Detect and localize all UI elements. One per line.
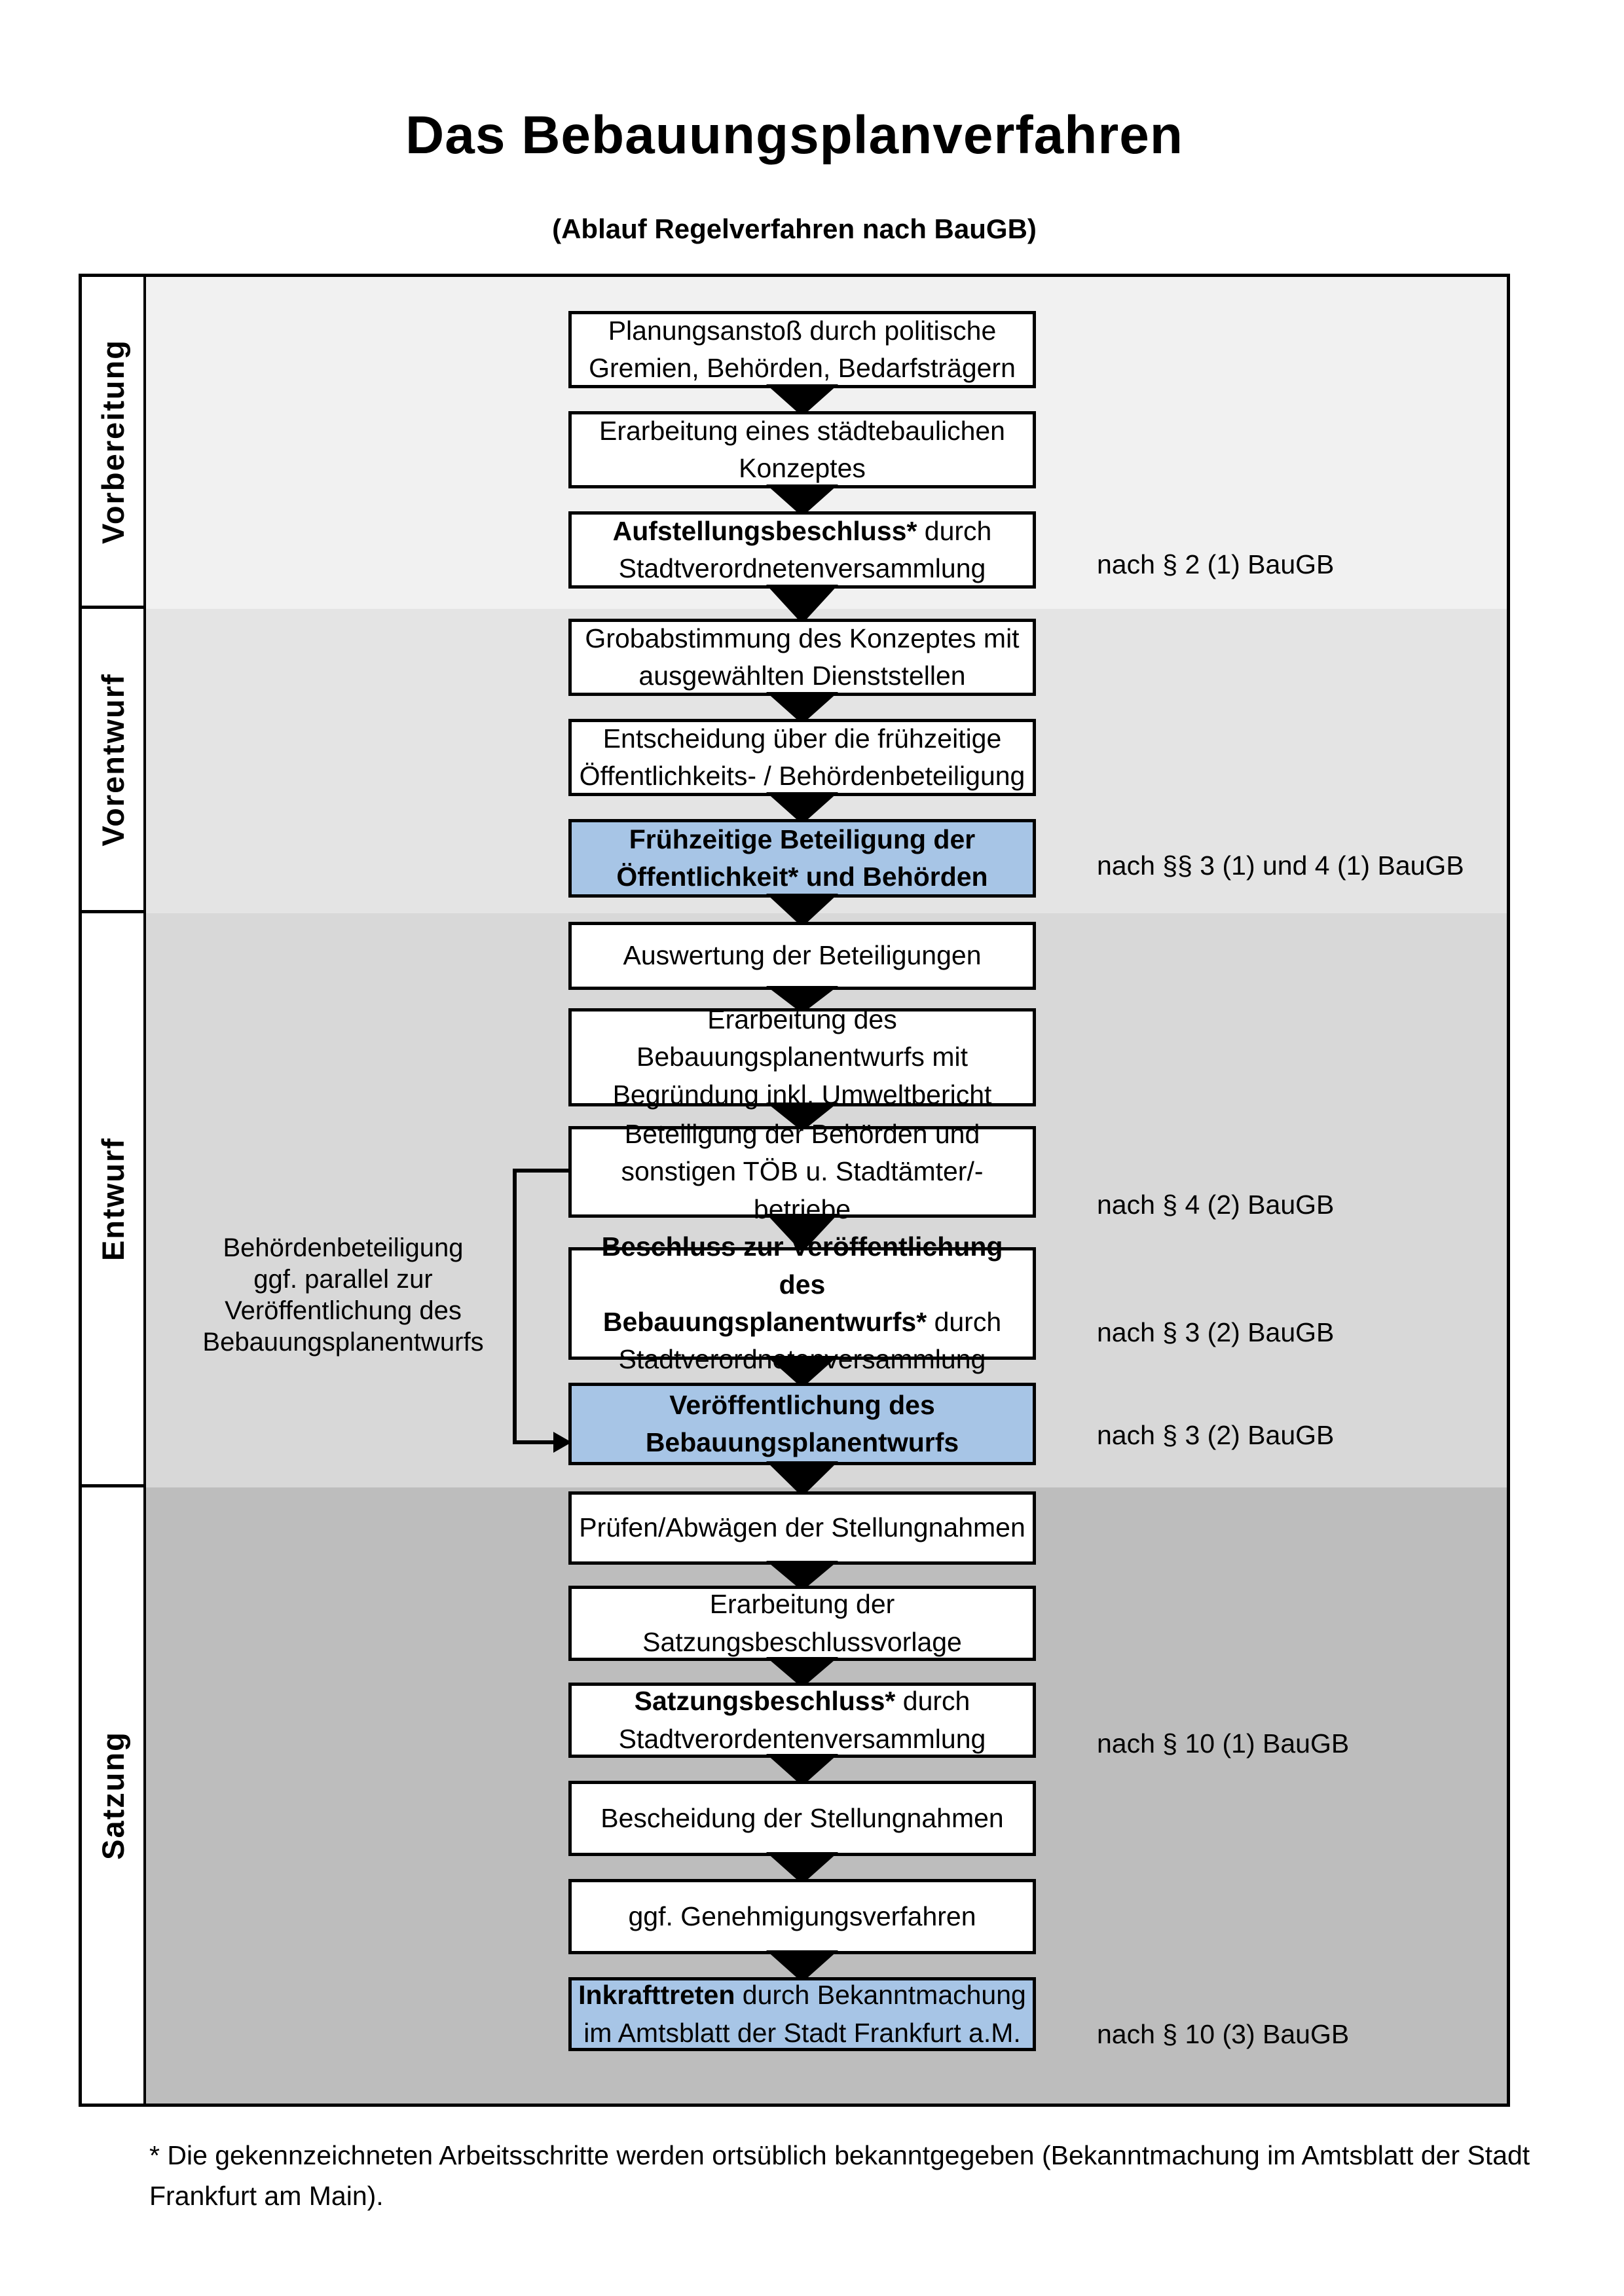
step-text: Bescheidung der Stellungnahmen <box>600 1802 1004 1833</box>
step-text: durch Stadtverordnetenversammlung <box>618 515 992 583</box>
step-text-bold: Inkrafttreten <box>578 1980 735 2011</box>
step-text-bold: Aufstellungsbeschluss* <box>612 515 917 546</box>
bracket-line-bottom <box>513 1440 556 1444</box>
legal-reference: nach § 3 (2) BauGB <box>1097 1317 1335 1347</box>
step-box-genehmigungsverfahren: ggf. Genehmigungsverfahren <box>568 1879 1036 1954</box>
step-text-bold: Beschluss zur Veröffentlichung des Bebau… <box>601 1231 1003 1337</box>
step-text-bold: Satzungsbeschluss* <box>634 1686 896 1717</box>
band-label-vorbereitung: Vorbereitung <box>95 338 130 544</box>
step-box-erarbeitung-bebauungsplanentwurf: Erarbeitung des Bebauungsplanentwurfs mi… <box>568 1004 1036 1110</box>
legal-reference: nach §§ 3 (1) und 4 (1) BauGB <box>1097 850 1464 881</box>
band-label-cell-vorbereitung: Vorbereitung <box>82 277 146 609</box>
step-box-satzungsbeschluss: Satzungsbeschluss* durch Stadtverordente… <box>568 1683 1036 1758</box>
step-text: Prüfen/Abwägen der Stellungnahmen <box>579 1512 1025 1543</box>
band-label-cell-entwurf: Entwurf <box>82 913 146 1487</box>
step-text: Beteiligung der Behörden und sonstigen T… <box>621 1118 984 1224</box>
footnote: * Die gekennzeichneten Arbeitsschritte w… <box>149 2140 1530 2211</box>
step-box-pruefen-abwaegen-stellungnahmen: Prüfen/Abwägen der Stellungnahmen <box>568 1491 1036 1565</box>
step-text: durch Stadtverordentenversammlung <box>618 1686 986 1754</box>
step-box-satzungsbeschlussvorlage: Erarbeitung der Satzungsbeschlussvorlage <box>568 1586 1036 1661</box>
band-label-cell-vorentwurf: Vorentwurf <box>82 609 146 913</box>
band-label-entwurf: Entwurf <box>95 1137 130 1261</box>
step-text: Erarbeitung eines städtebaulichen Konzep… <box>599 415 1005 483</box>
step-box-veroeffentlichung-bebauungsplanentwurf: Veröffentlichung des Bebauungsplanentwur… <box>568 1383 1036 1465</box>
band-label-vorentwurf: Vorentwurf <box>95 672 130 847</box>
legal-reference: nach § 3 (2) BauGB <box>1097 1420 1335 1450</box>
step-text: durch Bekanntmachung im Amtsblatt der St… <box>583 1980 1026 2048</box>
step-box-aufstellungsbeschluss: Aufstellungsbeschluss* durch Stadtverord… <box>568 511 1036 589</box>
bracket-line-top <box>513 1169 568 1173</box>
step-text: Erarbeitung der Satzungsbeschlussvorlage <box>642 1589 962 1657</box>
step-text: Grobabstimmung des Konzeptes mit ausgewä… <box>585 623 1020 691</box>
step-box-bescheidung-stellungnahmen: Bescheidung der Stellungnahmen <box>568 1781 1036 1856</box>
step-box-beschluss-veroeffentlichung: Beschluss zur Veröffentlichung des Bebau… <box>568 1231 1036 1374</box>
legal-reference: nach § 10 (3) BauGB <box>1097 2019 1350 2049</box>
step-box-fruehzeitige-beteiligung: Frühzeitige Beteiligung der Öffentlichke… <box>568 819 1036 898</box>
flowchart: Vorbereitung Vorentwurf Entwurf Satzung … <box>79 274 1510 2107</box>
step-text: Planungsanstoß durch politische Gremien,… <box>589 315 1016 383</box>
band-label-cell-satzung: Satzung <box>82 1487 146 2104</box>
parallel-note: Behördenbeteiligung ggf. parallel zur Ve… <box>202 1233 484 1357</box>
legal-reference: nach § 10 (1) BauGB <box>1097 1728 1350 1758</box>
band-label-satzung: Satzung <box>95 1731 130 1860</box>
step-text: ggf. Genehmigungsverfahren <box>628 1901 976 1931</box>
step-box-beteiligung-behoerden-toeb: Beteiligung der Behörden und sonstigen T… <box>568 1119 1036 1224</box>
page-title: Das Bebauungsplanverfahren <box>405 105 1183 165</box>
step-box-auswertung-beteiligungen: Auswertung der Beteiligungen <box>568 922 1036 990</box>
step-text-bold: Veröffentlichung des Bebauungsplanentwur… <box>645 1389 959 1457</box>
step-box-entscheidung-fruehzeitige-beteiligung: Entscheidung über die frühzeitige Öffent… <box>568 719 1036 796</box>
legal-reference: nach § 2 (1) BauGB <box>1097 549 1335 579</box>
step-box-staedtebauliches-konzept: Erarbeitung eines städtebaulichen Konzep… <box>568 411 1036 488</box>
legal-reference: nach § 4 (2) BauGB <box>1097 1190 1335 1220</box>
step-box-grobabstimmung: Grobabstimmung des Konzeptes mit ausgewä… <box>568 619 1036 696</box>
step-box-inkrafttreten: Inkrafttreten durch Bekanntmachung im Am… <box>568 1977 1036 2051</box>
step-text: Auswertung der Beteiligungen <box>623 940 982 971</box>
page-subtitle: (Ablauf Regelverfahren nach BauGB) <box>552 213 1037 244</box>
bracket-line-vertical <box>513 1169 517 1444</box>
step-text: Entscheidung über die frühzeitige Öffent… <box>579 723 1025 791</box>
step-text-bold: Frühzeitige Beteiligung der Öffentlichke… <box>616 824 988 892</box>
step-text: Erarbeitung des Bebauungsplanentwurfs mi… <box>612 1004 992 1110</box>
step-box-planungsanstoss: Planungsanstoß durch politische Gremien,… <box>568 311 1036 388</box>
